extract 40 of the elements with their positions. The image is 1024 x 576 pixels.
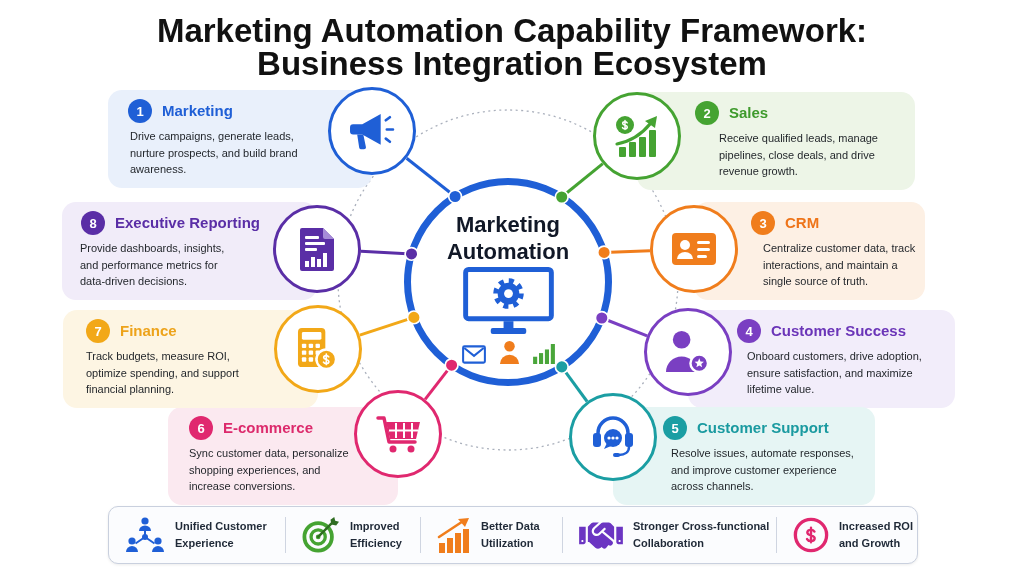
diagram-title: Marketing Automation Capability Framework: Business Integration Ecosystem (155, 14, 869, 80)
card-title: Marketing (162, 101, 233, 121)
card-title: Customer Support (697, 418, 829, 438)
card-description: Resolve issues, automate responses, and improve customer experience across channels. (671, 446, 855, 494)
connector-line (359, 310, 422, 337)
benefit-label: Increased ROI and Growth (839, 519, 914, 551)
connector-line (554, 359, 589, 403)
benefit-label: Improved Efficiency (350, 519, 403, 551)
card-description: Track budgets, measure ROI, optimize spending, and support financial planning. (86, 349, 240, 397)
number-badge: 3 (751, 211, 775, 235)
hub-title: Marketing Automation (445, 211, 571, 265)
card-description: Drive campaigns, generate leads, nurture prospects, and build brand awareness. (130, 129, 299, 177)
number-badge: 4 (737, 319, 761, 343)
benefits-panel (108, 506, 918, 564)
benefit-label: Unified Customer Experience (175, 519, 268, 551)
card-title: E-commerce (223, 418, 314, 438)
card-title: Executive Reporting (115, 213, 261, 233)
benefit-label: Stronger Cross-functional Collaboration (633, 519, 771, 551)
number-badge: 5 (663, 416, 687, 440)
number-badge: 6 (189, 416, 213, 440)
connector-line (405, 157, 463, 204)
benefit-label: Better Data Utilization (481, 519, 541, 551)
number-badge: 2 (695, 101, 719, 125)
card-description: Sync customer data, personalize shopping experiences, and increase conversions. (189, 446, 350, 494)
number-badge: 7 (86, 319, 110, 343)
card-description: Provide dashboards, insights, and performance metrics for data-driven decisions. (80, 241, 226, 289)
card-description: Onboard customers, drive adoption, ensure satisfaction, and maximize lifetime value. (747, 349, 923, 397)
number-badge: 8 (81, 211, 105, 235)
card-title: CRM (785, 213, 820, 233)
card-title: Sales (729, 103, 769, 123)
connector-line (360, 246, 419, 262)
connector-line (594, 310, 648, 338)
card-title: Finance (120, 321, 177, 341)
connector-line (596, 245, 651, 260)
card-title: Customer Success (771, 321, 907, 341)
connector-line (423, 358, 459, 401)
connector-line (554, 162, 604, 205)
card-description: Centralize customer data, track interactions, and maintain a single source of truth. (763, 241, 917, 289)
number-badge: 1 (128, 99, 152, 123)
card-description: Receive qualified leads, manage pipelines, close deals, and drive revenue growth. (719, 131, 879, 179)
